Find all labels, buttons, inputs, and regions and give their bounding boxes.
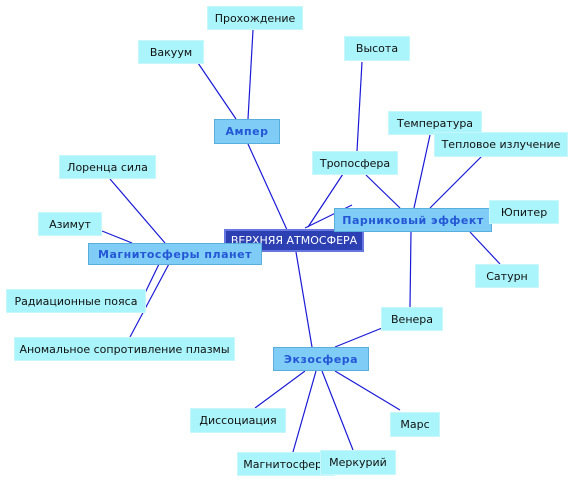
leaf-radiacionnye-poyasa-label: Радиационные пояса — [14, 294, 138, 308]
hub-exosphere[interactable]: Экзосфера — [273, 347, 369, 371]
leaf-teplovoe-izluchenie[interactable]: Тепловое излучение — [434, 132, 568, 157]
leaf-teplovoe-izluchenie-label: Тепловое излучение — [441, 138, 561, 151]
leaf-dissociaciya[interactable]: Диссоциация — [190, 408, 286, 433]
leaf-azimut[interactable]: Азимут — [38, 212, 102, 236]
root-label: ВЕРХНЯЯ АТМОСФЕРА — [230, 234, 358, 247]
leaf-lorenc-sila-label: Лоренца сила — [67, 160, 148, 174]
leaf-magnitosfera-label: Магнитосфера — [243, 457, 329, 471]
leaf-saturn[interactable]: Сатурн — [475, 264, 539, 288]
leaf-merkuriy[interactable]: Меркурий — [320, 450, 396, 475]
leaf-troposfera[interactable]: Тропосфера — [312, 151, 398, 175]
hub-planet-magnetospheres[interactable]: Магнитосферы планет — [88, 243, 262, 265]
hub-greenhouse-effect[interactable]: Парниковый эффект — [334, 208, 492, 232]
leaf-azimut-label: Азимут — [49, 217, 91, 231]
leaf-yupiter[interactable]: Юпитер — [489, 200, 559, 224]
leaf-merkuriy-label: Меркурий — [329, 456, 387, 469]
leaf-prohozhdenie-label: Прохождение — [214, 11, 296, 25]
leaf-mars[interactable]: Марс — [390, 412, 440, 437]
leaf-yupiter-label: Юпитер — [500, 205, 548, 219]
leaf-lorenc-sila[interactable]: Лоренца сила — [59, 155, 156, 179]
leaf-temperatura[interactable]: Температура — [388, 111, 482, 135]
leaf-prohozhdenie[interactable]: Прохождение — [207, 6, 303, 30]
leaf-vysota[interactable]: Высота — [344, 36, 410, 61]
leaf-saturn-label: Сатурн — [486, 269, 528, 283]
leaf-venera-label: Венера — [391, 312, 433, 326]
leaf-magnitosfera[interactable]: Магнитосфера — [237, 452, 335, 476]
leaf-dissociaciya-label: Диссоциация — [199, 414, 277, 427]
leaf-temperatura-label: Температура — [396, 116, 474, 130]
leaf-anomalnoe-soprotivlenie-label: Аномальное сопротивление плазмы — [19, 342, 230, 356]
leaf-anomalnoe-soprotivlenie[interactable]: Аномальное сопротивление плазмы — [14, 337, 235, 361]
leaf-vysota-label: Высота — [355, 42, 399, 55]
hub-amper[interactable]: Ампер — [214, 119, 280, 144]
leaf-troposfera-label: Тропосфера — [319, 156, 391, 170]
hub-amper-label: Ампер — [225, 125, 269, 138]
leaf-vakuum[interactable]: Вакуум — [138, 40, 204, 64]
leaf-vakuum-label: Вакуум — [149, 45, 193, 59]
hub-greenhouse-effect-label: Парниковый эффект — [342, 213, 484, 227]
hub-planet-magnetospheres-label: Магнитосферы планет — [98, 247, 252, 261]
hub-exosphere-label: Экзосфера — [283, 352, 359, 366]
leaf-radiacionnye-poyasa[interactable]: Радиационные пояса — [6, 289, 146, 313]
leaf-mars-label: Марс — [400, 418, 430, 431]
leaf-venera[interactable]: Венера — [381, 307, 443, 331]
